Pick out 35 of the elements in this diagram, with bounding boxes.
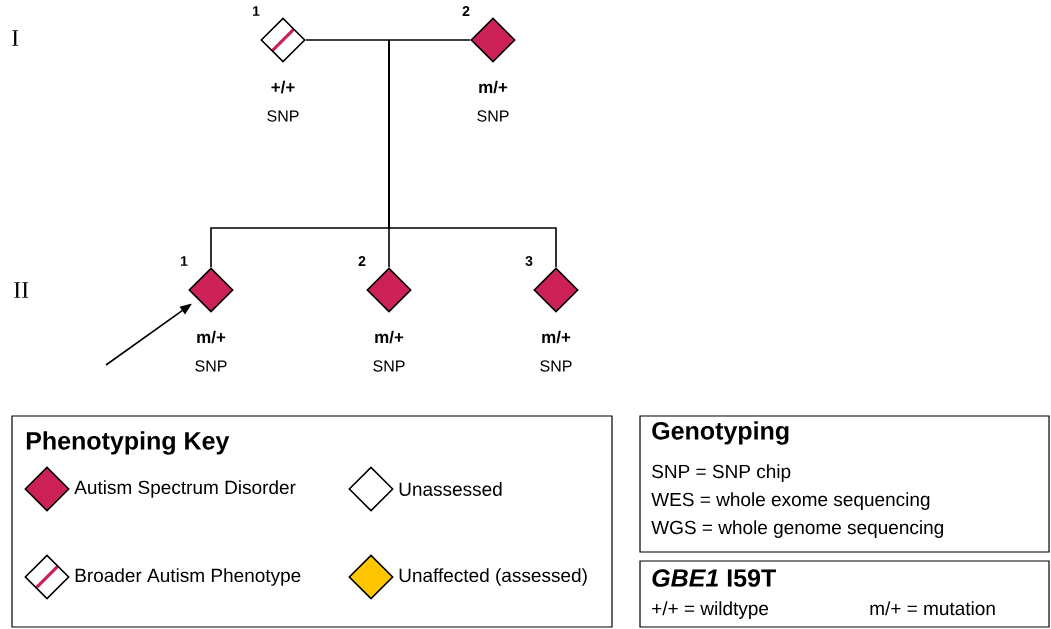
key-line: WES = whole exome sequencing: [651, 492, 930, 510]
genotype-label: m/+: [375, 330, 404, 344]
legend-label: Autism Spectrum Disorder: [74, 480, 296, 498]
individual-number: 1: [181, 256, 188, 266]
key-line: SNP = SNP chip: [652, 464, 791, 482]
pedigree-diamond: [366, 267, 412, 313]
pedigree-diamond: [470, 17, 516, 63]
key-line: m/+ = mutation: [870, 601, 995, 616]
pedigree-diamond: [533, 267, 579, 313]
individual-number: 2: [358, 256, 366, 266]
genotyping-method: SNP: [195, 360, 227, 372]
genotyping-method: SNP: [267, 110, 299, 122]
individual-number: 1: [253, 6, 260, 16]
legend-label: Unaffected (assessed): [399, 568, 587, 586]
info-box: GBE1 I59T +/+ = wildtype m/+ = mutation: [639, 560, 1050, 628]
genotyping-method: SNP: [477, 110, 509, 122]
marriage-line: [305, 39, 471, 41]
genotyping-method: SNP: [373, 360, 405, 372]
key-line: WGS = whole genome sequencing: [651, 520, 943, 538]
genotype-label: +/+: [271, 80, 295, 94]
individual-number: 2: [462, 6, 470, 16]
pedigree-diamond: [260, 17, 306, 63]
generation-label: II: [14, 282, 29, 298]
descent-line: [388, 39, 557, 268]
generation-label: I: [12, 30, 19, 46]
legend-label: Broader Autism Phenotype: [75, 568, 301, 586]
genotype-label: m/+: [479, 80, 508, 94]
genotype-label: m/+: [197, 330, 226, 344]
legend-label: Unassessed: [399, 482, 502, 496]
genotyping-method: SNP: [540, 360, 572, 372]
key-line: +/+ = wildtype: [652, 601, 769, 619]
pedigree-diamond: [188, 267, 234, 313]
individual-number: 3: [525, 256, 533, 266]
genotype-label: m/+: [542, 330, 571, 344]
info-box: Genotyping SNP = SNP chip WES = whole exome sequencing WGS = whole genome sequencing: [639, 415, 1050, 553]
